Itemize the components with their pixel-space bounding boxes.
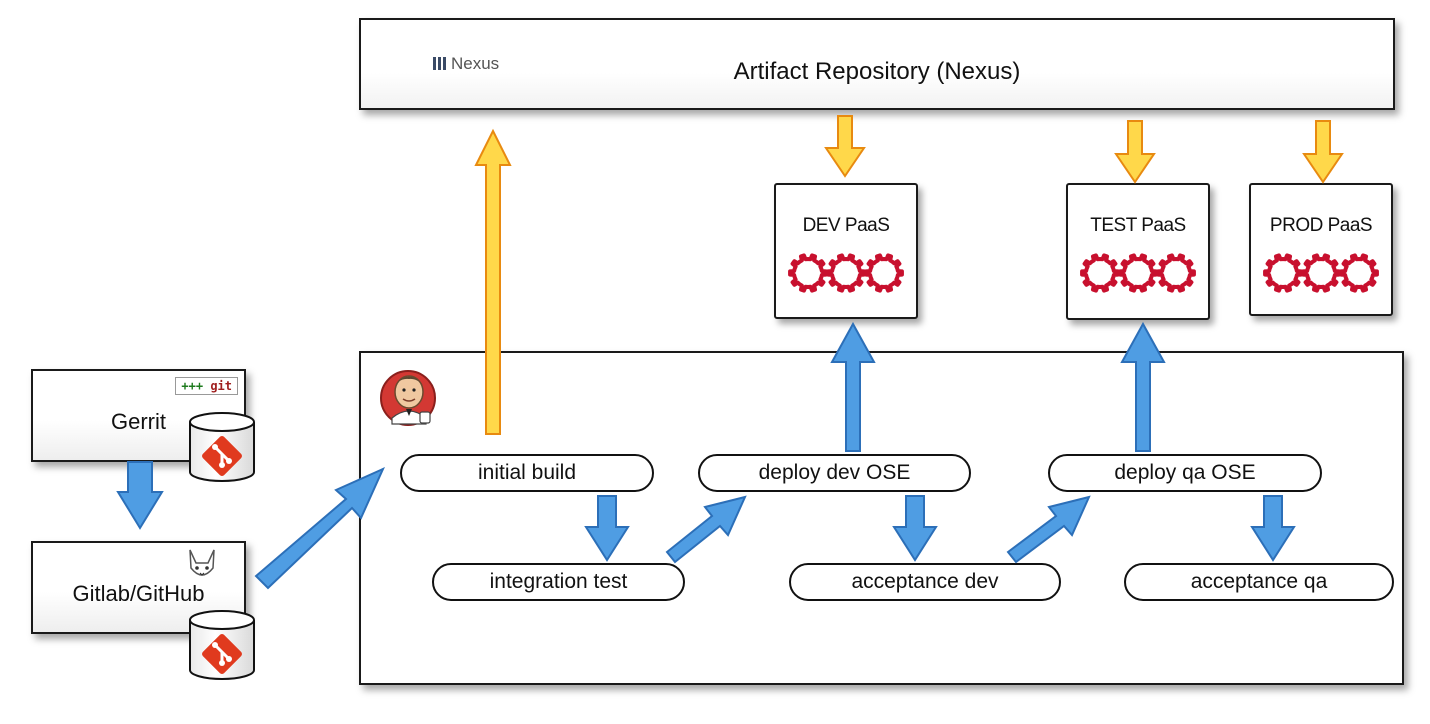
gear-icon — [1301, 253, 1341, 293]
download-arrow — [824, 115, 866, 178]
gears-icon — [1263, 253, 1379, 293]
stage-initial-build: initial build — [400, 454, 654, 492]
gitlab-label: Gitlab/GitHub — [72, 581, 205, 606]
gear-icon — [864, 253, 904, 293]
repository-title: Artifact Repository (Nexus) — [733, 58, 1021, 85]
nexus-logo: Nexus — [433, 54, 499, 74]
gears-icon — [1080, 253, 1196, 293]
stage-integration-test: integration test — [432, 563, 685, 601]
gear-icon — [826, 253, 866, 293]
paas-dev-label: DEV PaaS — [802, 215, 890, 236]
git-repository-cylinder-icon — [189, 610, 255, 680]
diagonal-arrow — [254, 467, 385, 590]
down-arrow — [584, 495, 630, 562]
git-repository-cylinder-icon — [189, 412, 255, 482]
paas-prod-label: PROD PaaS — [1269, 215, 1373, 236]
jenkins-pipeline-box — [359, 351, 1404, 685]
paas-test-box: TEST PaaS — [1066, 183, 1210, 320]
down-arrow — [1250, 495, 1296, 562]
nexus-bars-icon — [433, 57, 447, 70]
stage-deploy-qa-ose: deploy qa OSE — [1048, 454, 1322, 492]
git-logo-badge: +++ git — [175, 377, 238, 395]
nexus-logo-text: Nexus — [451, 54, 500, 73]
download-arrow — [1302, 120, 1344, 184]
jenkins-icon — [380, 370, 436, 426]
paas-prod-box: PROD PaaS — [1249, 183, 1393, 316]
gerrit-label: Gerrit — [111, 409, 166, 434]
download-arrow — [1114, 120, 1156, 184]
diagonal-arrow — [1006, 495, 1091, 564]
down-arrow — [116, 461, 164, 530]
artifact-repository-box: Nexus Artifact Repository (Nexus) — [359, 18, 1395, 110]
diagonal-arrow — [665, 495, 747, 564]
stage-acceptance-dev: acceptance dev — [789, 563, 1061, 601]
gear-icon — [1156, 253, 1196, 293]
paas-dev-box: DEV PaaS — [774, 183, 918, 319]
stage-acceptance-qa: acceptance qa — [1124, 563, 1394, 601]
gitlab-fox-icon — [189, 549, 215, 576]
up-arrow — [830, 321, 876, 452]
up-arrow — [1120, 321, 1166, 452]
gear-icon — [788, 253, 828, 293]
gear-icon — [1263, 253, 1303, 293]
gear-icon — [1339, 253, 1379, 293]
stage-deploy-dev-ose: deploy dev OSE — [698, 454, 971, 492]
upload-arrow — [474, 128, 512, 435]
paas-test-label: TEST PaaS — [1090, 215, 1186, 236]
gear-icon — [1080, 253, 1120, 293]
down-arrow — [892, 495, 938, 562]
gears-icon — [788, 253, 904, 293]
gear-icon — [1118, 253, 1158, 293]
